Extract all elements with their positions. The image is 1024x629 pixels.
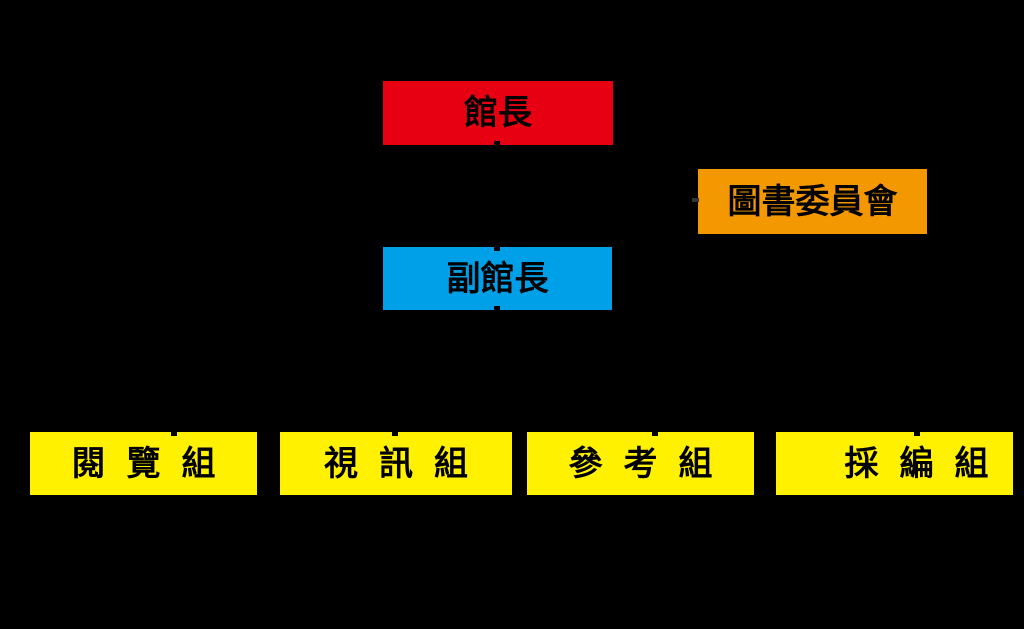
node-section-reading: 閱覽組 (30, 432, 257, 495)
node-deputy-director: 副館長 (383, 247, 612, 310)
node-section-reference-label: 參考組 (568, 443, 734, 484)
node-section-audiovisual-label: 視訊組 (324, 443, 489, 484)
connector-tick-section-acquisitions (914, 432, 920, 436)
connector-dash-committee (692, 198, 699, 202)
node-director-label: 館長 (464, 93, 532, 133)
node-deputy-director-label: 副館長 (446, 258, 549, 299)
node-library-committee-label: 圖書委員會 (727, 181, 898, 222)
connector-tick-section-audiovisual (392, 432, 398, 436)
connector-tick-deputy-top (494, 247, 500, 251)
connector-tick-section-reading (171, 432, 177, 436)
node-library-committee: 圖書委員會 (698, 169, 927, 234)
connector-tick-section-reference (652, 432, 658, 436)
node-director: 館長 (383, 81, 613, 145)
node-section-acquisitions: 採編組 (776, 432, 1013, 495)
node-section-reading-label: 閱覽組 (71, 443, 237, 484)
node-section-acquisitions-label: 採編組 (844, 443, 1010, 484)
node-section-audiovisual: 視訊組 (280, 432, 512, 495)
connector-tick-director-bottom (494, 141, 500, 145)
connector-tick-deputy-bottom (494, 306, 500, 310)
node-section-reference: 參考組 (527, 432, 754, 495)
